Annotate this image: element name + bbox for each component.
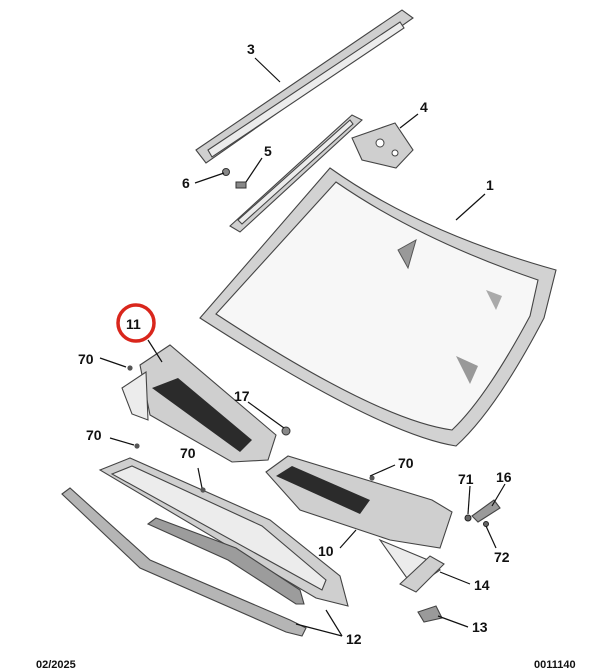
part-11-scuttle-panel-left[interactable] [121,344,277,463]
callout-6: 6 [182,175,190,191]
callout-5: 5 [264,143,272,159]
highlight-ring [116,303,156,343]
screw-70-c[interactable] [200,487,206,493]
part-17-grommet[interactable] [281,426,291,436]
screw-70-b[interactable] [134,443,140,449]
leader-lines [99,57,506,637]
part-13-clip[interactable] [417,605,443,623]
callout-17: 17 [234,388,250,404]
part-6-clip[interactable] [222,168,247,189]
part-72-screw[interactable] [483,521,489,527]
part-16-fitting[interactable] [471,499,501,523]
callout-11: 11 [126,316,141,332]
part-1-windscreen[interactable] [199,167,557,447]
part-4-bracket[interactable] [351,122,414,169]
callout-70-c: 70 [180,445,196,461]
screw-70-d[interactable] [369,475,375,481]
callout-1: 1 [486,177,494,193]
part-5-a-pillar-trim[interactable] [229,114,363,233]
footer-reference: 0011140 [534,659,576,670]
part-14-bracket[interactable] [399,555,445,593]
callout-4: 4 [420,99,428,115]
callout-14: 14 [474,577,490,593]
part-3-roof-trim[interactable] [195,9,414,164]
callout-72: 72 [494,549,510,565]
part-12-seal-strip[interactable] [61,487,307,637]
footer-date: 02/2025 [36,659,76,670]
screw-70-a[interactable] [127,365,133,371]
callout-10: 10 [318,543,334,559]
callout-71: 71 [458,471,474,487]
callout-70-d: 70 [398,455,414,471]
callout-13: 13 [472,619,488,635]
callout-16: 16 [496,469,512,485]
callout-3: 3 [247,41,255,57]
callout-12: 12 [346,631,362,647]
part-12-lower-scuttle[interactable] [98,457,349,607]
callout-70-a: 70 [78,351,94,367]
part-71-nut[interactable] [464,514,472,522]
callout-70-b: 70 [86,427,102,443]
part-12-foam-strip[interactable] [146,517,305,605]
